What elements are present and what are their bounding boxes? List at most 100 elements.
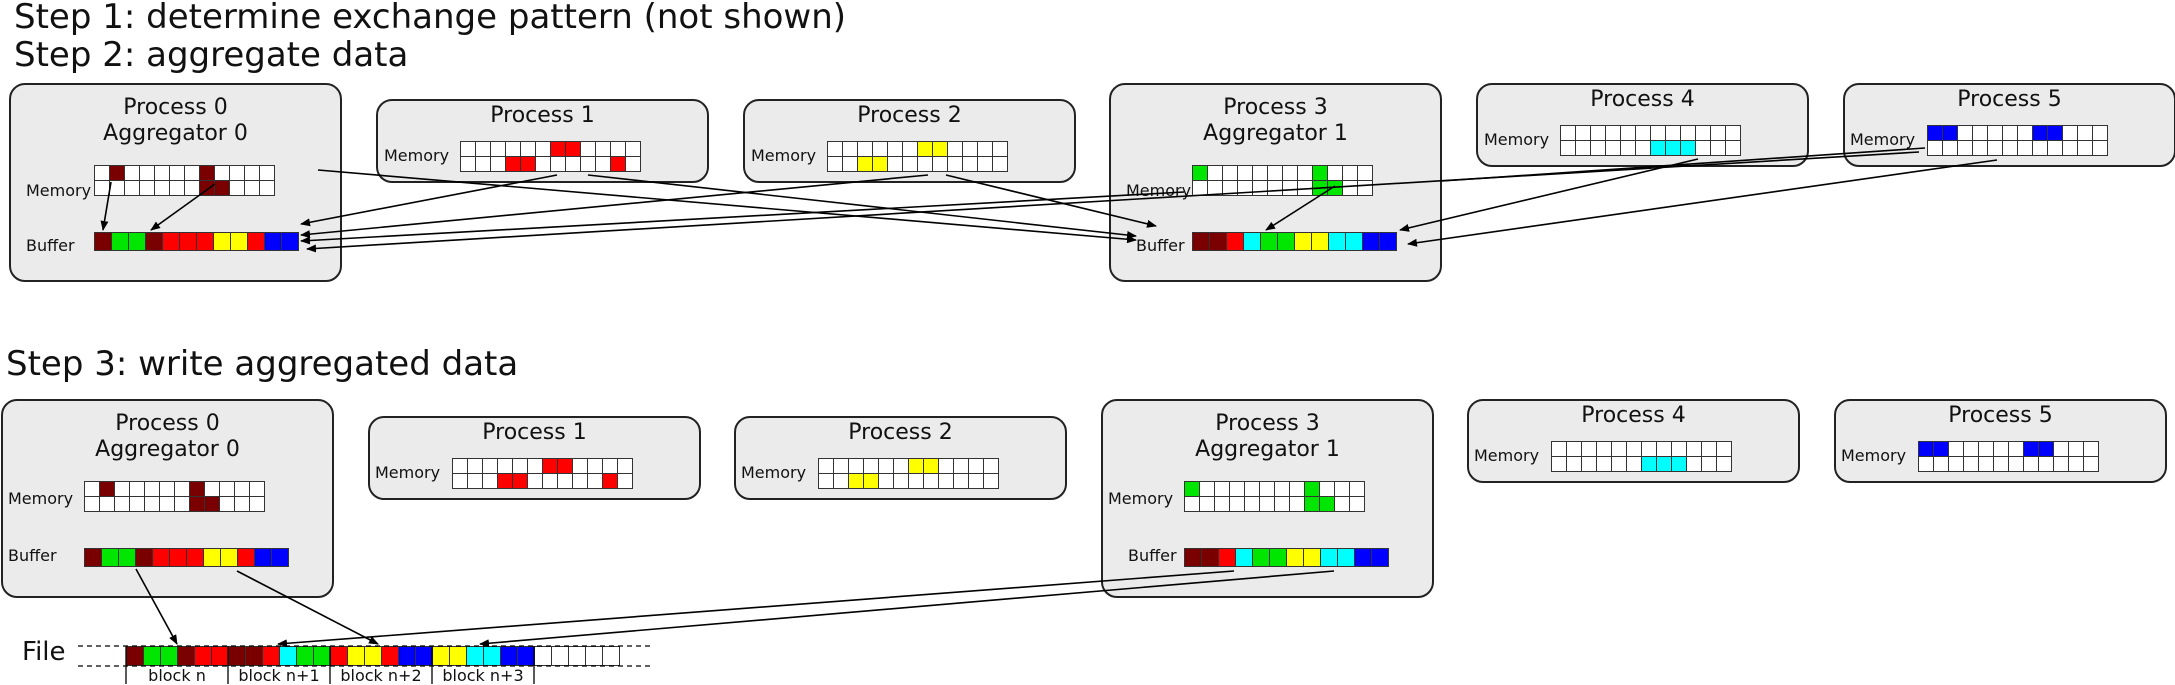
memory-cell (1591, 126, 1606, 141)
memory-label: Memory (1841, 446, 1907, 465)
memory-cell (1964, 442, 1979, 457)
buffer-cell (1185, 549, 1202, 567)
memory-cell (1636, 126, 1651, 141)
memory-cell (1711, 126, 1726, 141)
memory-cell (1666, 126, 1681, 141)
memory-cell (491, 157, 506, 172)
memory-cell (566, 157, 581, 172)
memory-cell (2069, 442, 2084, 457)
memory-cell (215, 166, 230, 181)
memory-cell (894, 474, 909, 489)
memory-cell (140, 181, 155, 196)
memory-cell (468, 474, 483, 489)
buffer-cell (1253, 549, 1270, 567)
file-cell (586, 647, 603, 666)
memory-grid (1184, 481, 1365, 512)
memory-cell (1681, 126, 1696, 141)
memory-grid (94, 165, 275, 196)
memory-cell (521, 142, 536, 157)
memory-cell (1185, 497, 1200, 512)
memory-cell (873, 157, 888, 172)
process-title: Process 2 (848, 420, 953, 445)
memory-cell (245, 181, 260, 196)
memory-cell (145, 497, 160, 512)
memory-cell (1238, 166, 1253, 181)
block-label: block n+3 (442, 666, 524, 685)
buffer-cell (1278, 233, 1295, 251)
buffer-cell (129, 233, 146, 251)
memory-cell (1606, 126, 1621, 141)
memory-cell (200, 166, 215, 181)
memory-cell (993, 157, 1008, 172)
buffer-row (94, 232, 299, 251)
memory-cell (1245, 482, 1260, 497)
memory-cell (1666, 141, 1681, 156)
memory-label: Memory (1126, 181, 1192, 200)
buffer-label: Buffer (1136, 236, 1185, 255)
memory-cell (611, 157, 626, 172)
aggregator-title: Aggregator 0 (103, 121, 248, 146)
memory-label: Memory (1474, 446, 1540, 465)
buffer-cell (1346, 233, 1363, 251)
memory-cell (461, 157, 476, 172)
memory-cell (1567, 442, 1582, 457)
buffer-cell (95, 233, 112, 251)
file-cell (535, 647, 552, 666)
memory-cell (954, 459, 969, 474)
buffer-cell (1227, 233, 1244, 251)
memory-cell (2093, 141, 2108, 156)
memory-cell (969, 459, 984, 474)
buffer-cell (1321, 549, 1338, 567)
memory-cell (476, 157, 491, 172)
memory-cell (1612, 442, 1627, 457)
memory-cell (1283, 166, 1298, 181)
file-cell (212, 647, 229, 666)
memory-cell (1260, 482, 1275, 497)
memory-cell (626, 142, 641, 157)
memory-cell (483, 474, 498, 489)
file-cell (399, 647, 416, 666)
memory-cell (978, 142, 993, 157)
buffer-cell (1261, 233, 1278, 251)
memory-cell (1612, 457, 1627, 472)
file-cell (178, 647, 195, 666)
memory-cell (2078, 141, 2093, 156)
memory-cell (596, 142, 611, 157)
memory-cell (1328, 166, 1343, 181)
memory-cell (1696, 141, 1711, 156)
memory-cell (1193, 181, 1208, 196)
memory-cell (1582, 442, 1597, 457)
process-title: Process 1 (490, 103, 595, 128)
memory-cell (205, 482, 220, 497)
memory-cell (1343, 181, 1358, 196)
memory-cell (2024, 442, 2039, 457)
memory-cell (1350, 497, 1365, 512)
memory-cell (581, 157, 596, 172)
memory-grid (460, 141, 641, 172)
file-cell (229, 647, 246, 666)
memory-cell (1934, 442, 1949, 457)
memory-cell (1290, 482, 1305, 497)
memory-cell (110, 166, 125, 181)
memory-cell (1964, 457, 1979, 472)
memory-cell (1943, 141, 1958, 156)
memory-cell (2093, 126, 2108, 141)
memory-cell (175, 482, 190, 497)
memory-cell (1275, 482, 1290, 497)
memory-cell (2054, 442, 2069, 457)
memory-cell (1208, 181, 1223, 196)
memory-cell (1552, 457, 1567, 472)
memory-cell (260, 166, 275, 181)
step-3-title: Step 3: write aggregated data (6, 344, 519, 384)
memory-cell (909, 459, 924, 474)
memory-cell (1305, 482, 1320, 497)
memory-cell (506, 142, 521, 157)
buffer-cell (1363, 233, 1380, 251)
memory-label: Memory (1108, 489, 1174, 508)
